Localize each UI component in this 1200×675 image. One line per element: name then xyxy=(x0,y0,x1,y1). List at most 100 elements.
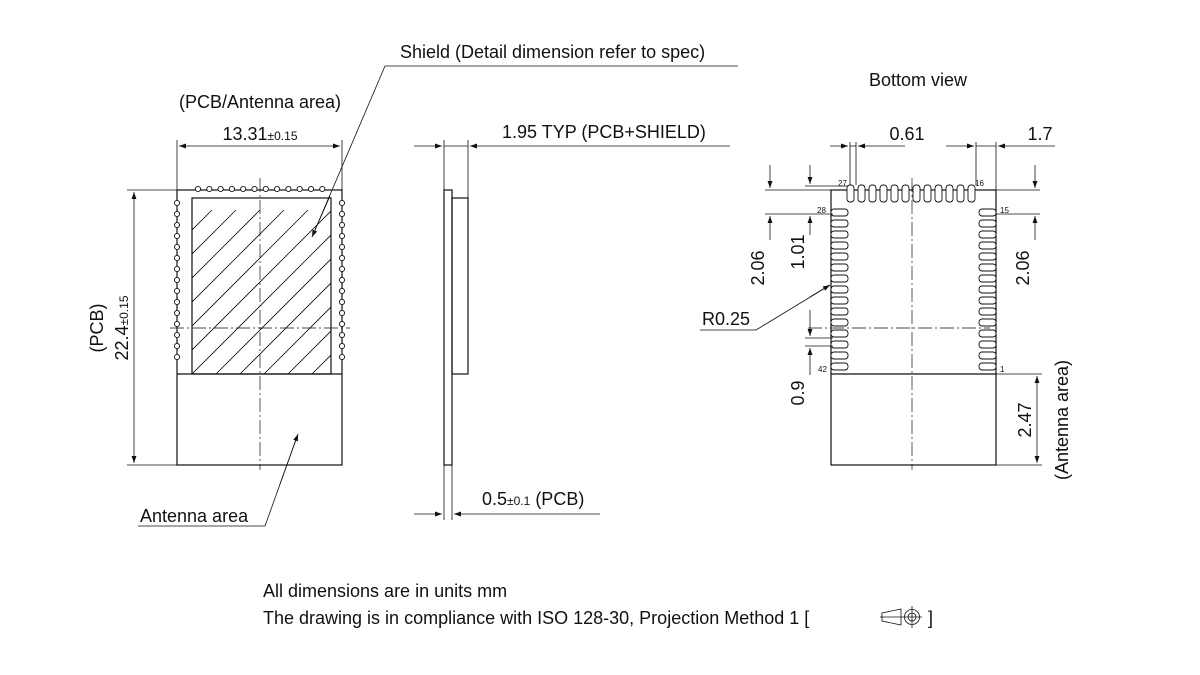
right-column-pad xyxy=(978,362,997,371)
dim-0-9: 0.9 xyxy=(788,380,808,405)
bottom-pcb-outline xyxy=(830,189,997,466)
hatch-line xyxy=(300,210,500,410)
top-edge-pin xyxy=(296,185,303,193)
top-row-pad xyxy=(901,184,910,203)
top-row-pad xyxy=(868,184,877,203)
left-column-pad xyxy=(830,362,849,371)
top-row-pad xyxy=(912,184,921,203)
left-edge-pin xyxy=(173,243,181,251)
left-edge-pin xyxy=(173,265,181,273)
right-column-pad xyxy=(978,241,997,250)
dim-1-01: 1.01 xyxy=(788,234,808,269)
radius-leader xyxy=(700,284,831,331)
left-column-pad xyxy=(830,318,849,327)
left-column-pad xyxy=(830,263,849,272)
right-edge-pin xyxy=(338,287,346,295)
right-edge-pin xyxy=(338,243,346,251)
hatch-line xyxy=(287,330,331,374)
top-edge-pin xyxy=(251,185,258,193)
radius-label: R0.25 xyxy=(702,309,750,329)
left-edge-pin xyxy=(173,353,181,361)
top-row-pad xyxy=(956,184,965,203)
castellated-pins xyxy=(173,185,346,361)
hatch-line xyxy=(192,209,237,255)
top-edge-pin xyxy=(206,185,213,193)
left-edge-pin xyxy=(173,199,181,207)
pcb-outline xyxy=(176,189,343,466)
right-edge-pin xyxy=(338,221,346,229)
hatch-line xyxy=(239,282,331,374)
left-2-06-dimension: 2.06 xyxy=(748,250,768,285)
left-column-pad xyxy=(830,219,849,228)
pcb-label: (PCB) xyxy=(87,304,107,353)
top-edge-pin xyxy=(285,185,292,193)
edge-dimension: 1.7 xyxy=(1027,124,1052,144)
top-row-pad xyxy=(923,184,932,203)
left-column-pad xyxy=(830,252,849,261)
hatch-line xyxy=(192,209,285,303)
right-edge-pin xyxy=(338,298,346,306)
iso-note-bracket: ] xyxy=(928,608,933,628)
top-row-pad xyxy=(857,184,866,203)
left-column-pad xyxy=(830,340,849,349)
left-edge-pin xyxy=(173,320,181,328)
antenna-area-label: Antenna area xyxy=(140,506,249,526)
pin-15-label: 15 xyxy=(1000,206,1009,215)
right-column-pad xyxy=(978,285,997,294)
left-edge-pin xyxy=(173,210,181,218)
pin-28-label: 28 xyxy=(817,206,826,215)
side-pcb xyxy=(443,189,453,466)
bottom-pads xyxy=(830,184,997,371)
top-row-pad xyxy=(934,184,943,203)
hatch-line xyxy=(263,306,331,374)
right-column-pad xyxy=(978,340,997,349)
shield-outline xyxy=(191,197,332,375)
pin-1-label: 1 xyxy=(1000,365,1005,374)
left-column-pad xyxy=(830,208,849,217)
side-view: 1.95 TYP (PCB+SHIELD) 0.5±0.1 (PCB) xyxy=(414,122,730,520)
right-column-pad xyxy=(978,219,997,228)
right-edge-pin xyxy=(338,320,346,328)
top-edge-pin xyxy=(319,185,326,193)
pin-27-label: 27 xyxy=(838,179,847,188)
right-column-pad xyxy=(978,307,997,316)
hatch-line xyxy=(0,210,164,410)
right-column-pad xyxy=(978,252,997,261)
right-2-06-dimension: 2.06 xyxy=(1013,250,1033,285)
top-row-pad xyxy=(945,184,954,203)
left-column-pad xyxy=(830,329,849,338)
left-edge-pin xyxy=(173,287,181,295)
left-column-pad xyxy=(830,285,849,294)
bottom-view: Bottom view 27 16 28 15 42 1 0.61 1.7 2.… xyxy=(700,70,1072,480)
hatch-line xyxy=(324,210,524,410)
right-edge-pin xyxy=(338,254,346,262)
width-dimension: 13.31±0.15 xyxy=(223,124,298,144)
hatch-line xyxy=(215,258,331,374)
right-column-pad xyxy=(978,318,997,327)
bottom-view-title: Bottom view xyxy=(869,70,968,90)
antenna-area-paren-label: (Antenna area) xyxy=(1052,360,1072,480)
left-edge-pin xyxy=(173,342,181,350)
left-column-pad xyxy=(830,351,849,360)
top-edge-pin xyxy=(262,185,269,193)
hatch-line xyxy=(192,209,213,231)
left-column-pad xyxy=(830,307,849,316)
right-edge-pin xyxy=(338,309,346,317)
left-edge-pin xyxy=(173,232,181,240)
thickness-total-label: 1.95 TYP (PCB+SHIELD) xyxy=(502,122,706,142)
pitch-dimension: 0.61 xyxy=(889,124,924,144)
top-edge-pin xyxy=(307,185,315,193)
right-column-pad xyxy=(978,329,997,338)
hatch-line xyxy=(192,209,261,279)
left-column-pad xyxy=(830,241,849,250)
right-edge-pin xyxy=(338,232,346,240)
right-edge-pin xyxy=(338,276,346,284)
dim-2-47: 2.47 xyxy=(1015,402,1035,437)
top-edge-pin xyxy=(274,185,281,193)
shield-note: Shield (Detail dimension refer to spec) xyxy=(400,42,705,62)
hatch-line xyxy=(192,210,331,351)
right-column-pad xyxy=(978,296,997,305)
right-edge-pin xyxy=(338,210,346,218)
top-edge-pin xyxy=(228,185,235,193)
